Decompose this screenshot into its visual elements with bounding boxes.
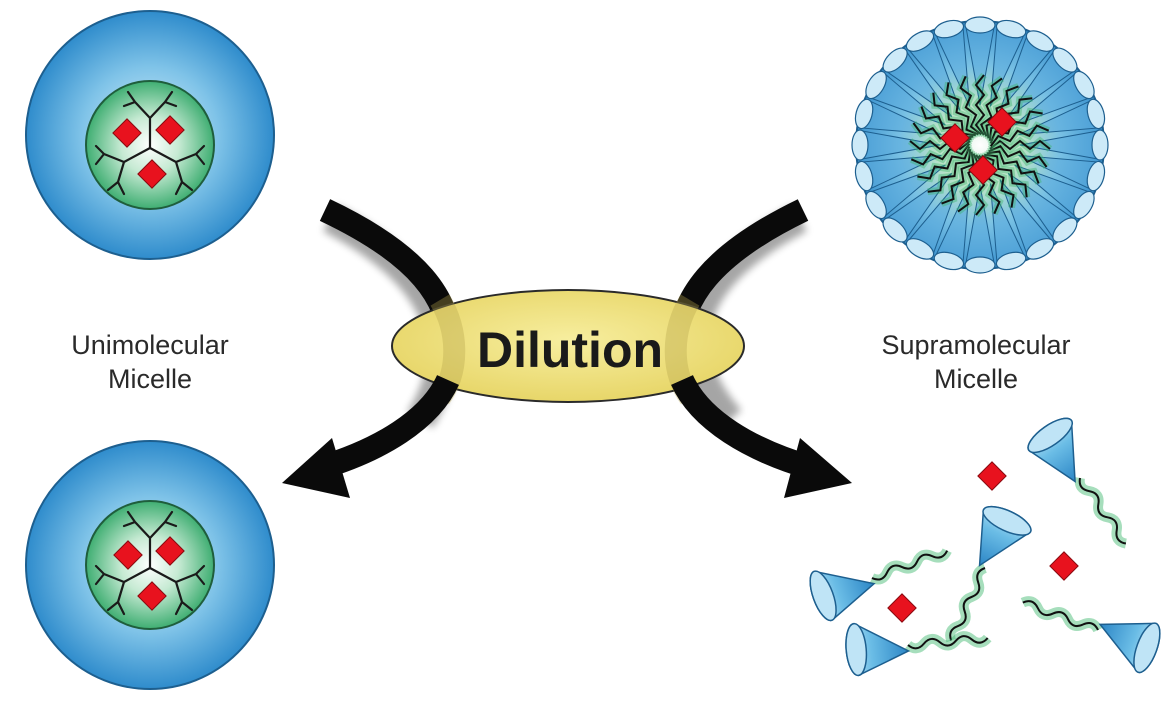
unimer [1020,596,1166,677]
unimer-cone-icon [843,618,912,678]
rim-lobe [1073,70,1095,100]
arrowhead-right [784,438,852,498]
label-line: Micelle [107,364,193,394]
rim-lobe [882,47,908,73]
rim-lobe [933,251,965,271]
micelle-rim-lobes [851,16,1109,274]
label-line: Supramolecular [881,330,1071,360]
rim-lobe [1025,30,1055,52]
rim-lobe [1073,190,1095,220]
rim-lobe [1091,129,1109,161]
unimer-cone-icon [804,552,882,625]
label-line: Unimolecular [71,330,229,360]
unimer-cone-icon [1088,604,1166,677]
rim-lobe [933,19,965,39]
label-line: Micelle [933,364,1019,394]
rim-lobe [995,19,1027,39]
rim-lobe [964,16,996,34]
rim-lobe [882,217,908,243]
rim-lobe [995,251,1027,271]
unimer [945,500,1036,643]
dispersed-unimers [804,411,1166,678]
unimer-tail [927,149,972,193]
unimolecular-micelle-top [25,10,275,260]
rim-lobe [854,160,874,192]
arrowhead-left [282,438,350,498]
unimer [1022,411,1128,549]
unimer-tail [988,145,1048,168]
micelle-unimer-spokes [862,27,1098,263]
rim-lobe [865,190,887,220]
rim-lobe [905,238,935,260]
rim-lobe [964,256,996,274]
drug-icon [887,593,917,623]
unimer-tail [989,124,1050,147]
rim-lobe [865,70,887,100]
unimer-tail [985,85,1019,139]
dendritic-core [94,510,206,616]
rim-lobe [1025,238,1055,260]
unimer [843,618,992,678]
unimer-tail [910,143,971,166]
unimer-cone-icon [1022,411,1103,494]
supramolecular-micelle-label: Supramolecular Micelle [826,328,1126,396]
rim-lobe [1052,217,1078,243]
unimer-tail [909,139,971,151]
rim-lobe [1086,160,1106,192]
rim-lobe [905,30,935,52]
unimer-tail [980,77,1003,137]
unimer [804,548,952,625]
dilution-label: Dilution [476,322,664,378]
unimer-tail [941,151,975,205]
unimolecular-micelle-bottom [25,440,275,690]
dendritic-core [94,90,206,196]
supramolecular-micelle [851,16,1109,274]
arrow-right-lower [671,374,852,498]
unimolecular-micelle-label: Unimolecular Micelle [0,328,300,396]
rim-lobe [1086,98,1106,130]
unimer-tail [959,75,982,136]
arrow-left-lower [282,374,459,498]
unimer-tail [945,82,979,136]
unimer-cone-icon [960,500,1036,580]
unimer-tail [989,139,1051,151]
unimer-tail [986,150,1040,184]
rim-lobe [854,98,874,130]
drug-icon [1049,551,1079,581]
unimer-tail [974,74,986,136]
rim-lobe [1052,47,1078,73]
rim-lobe [851,129,869,161]
unimer-tail [984,153,1028,198]
unimer-tail [981,154,1015,208]
drug-icon [977,461,1007,491]
unimer-tail [917,146,971,180]
